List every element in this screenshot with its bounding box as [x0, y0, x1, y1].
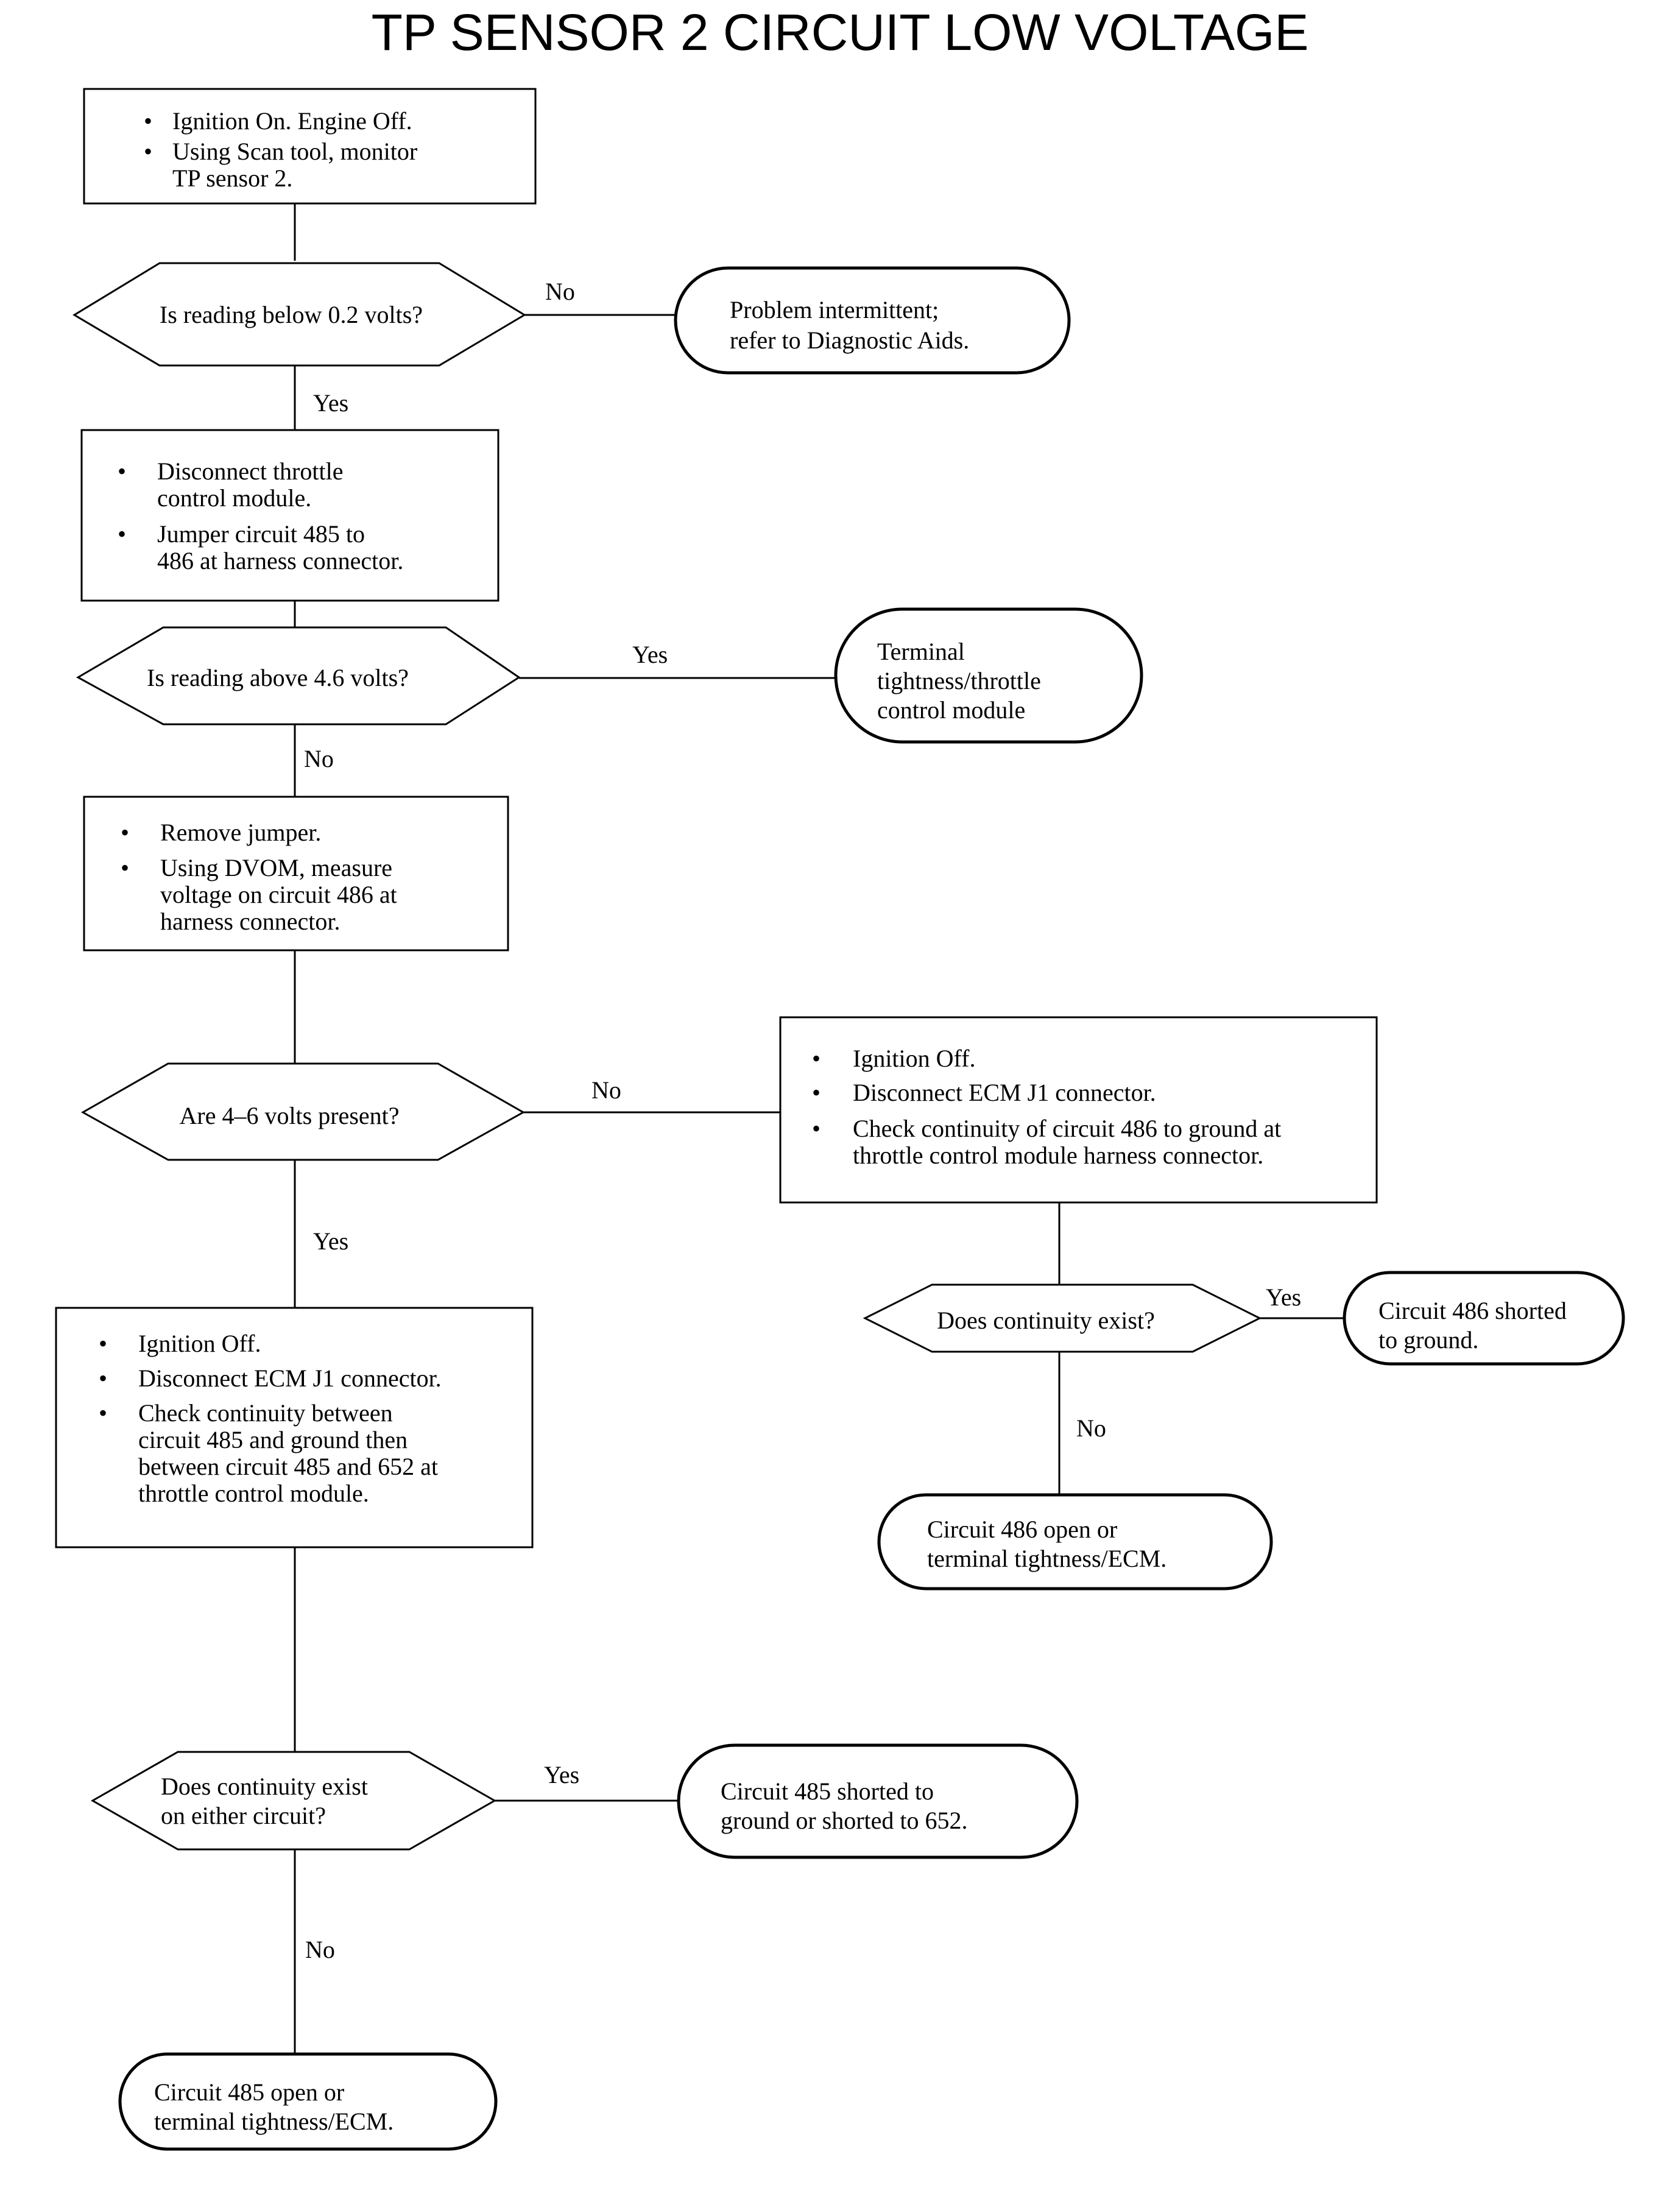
step-3-line-2: Using DVOM, measure — [160, 854, 392, 881]
decision-4-line-2: on either circuit? — [161, 1802, 326, 1829]
result-6-line-1: Circuit 486 open or — [927, 1516, 1117, 1543]
decision-1-yes-label: Yes — [313, 389, 348, 417]
step-3-line-4: harness connector. — [160, 908, 340, 935]
connectors — [294, 203, 1344, 2054]
bullet: • — [121, 854, 129, 881]
step-5-line-3: Check continuity of circuit 486 to groun… — [853, 1115, 1281, 1142]
decision-3-yes-label: Yes — [313, 1227, 348, 1255]
step-4-line-5: between circuit 485 and 652 at — [138, 1453, 438, 1480]
decision-4-line-1: Does continuity exist — [161, 1773, 368, 1800]
step-2-line-4: 486 at harness connector. — [157, 547, 403, 574]
result-2-line-3: control module — [877, 696, 1025, 724]
decision-5-yes-label: Yes — [1266, 1283, 1301, 1311]
decision-2-no-label: No — [304, 745, 334, 772]
result-5-line-1: Circuit 486 shorted — [1378, 1297, 1567, 1324]
bullet: • — [812, 1079, 821, 1106]
decision-3-no-label: No — [591, 1076, 621, 1104]
step-5-line-1: Ignition Off. — [853, 1045, 975, 1072]
result-2-line-1: Terminal — [877, 638, 965, 665]
step-2-line-1: Disconnect throttle — [157, 457, 343, 485]
bullet: • — [144, 138, 152, 165]
decision-4-yes-label: Yes — [544, 1761, 579, 1788]
decision-3-text: Are 4–6 volts present? — [179, 1102, 399, 1129]
step-2-box: • Disconnect throttle control module. • … — [80, 429, 499, 602]
step-4-line-2: Disconnect ECM J1 connector. — [138, 1364, 442, 1392]
result-4-terminal: Circuit 485 open or terminal tightness/E… — [118, 2052, 498, 2151]
step-1-box: • Ignition On. Engine Off. • Using Scan … — [83, 88, 537, 205]
decision-3: Are 4–6 volts present? — [80, 1062, 526, 1161]
step-4-line-6: throttle control module. — [138, 1480, 369, 1507]
step-4-box: • Ignition Off. • Disconnect ECM J1 conn… — [55, 1307, 534, 1548]
step-4-line-3: Check continuity between — [138, 1399, 393, 1427]
bullet: • — [812, 1115, 821, 1142]
step-4-line-4: circuit 485 and ground then — [138, 1426, 408, 1453]
bullet: • — [118, 457, 126, 485]
step-2-line-2: control module. — [157, 484, 311, 512]
decision-5-text: Does continuity exist? — [937, 1307, 1155, 1334]
step-5-line-2: Disconnect ECM J1 connector. — [853, 1079, 1156, 1106]
result-3-terminal: Circuit 485 shorted to ground or shorted… — [677, 1743, 1079, 1859]
bullet: • — [99, 1330, 107, 1357]
result-1-terminal: Problem intermittent; refer to Diagnosti… — [674, 266, 1071, 375]
result-6-terminal: Circuit 486 open or terminal tightness/E… — [877, 1493, 1273, 1590]
decision-5-no-label: No — [1076, 1414, 1106, 1442]
result-1-line-2: refer to Diagnostic Aids. — [730, 327, 969, 354]
result-5-terminal: Circuit 486 shorted to ground. — [1343, 1271, 1625, 1366]
bullet: • — [121, 819, 129, 846]
result-4-line-2: terminal tightness/ECM. — [154, 2108, 394, 2135]
result-1-line-1: Problem intermittent; — [730, 296, 939, 323]
step-3-line-3: voltage on circuit 486 at — [160, 881, 397, 908]
result-2-terminal: Terminal tightness/throttle control modu… — [834, 607, 1143, 744]
result-3-line-1: Circuit 485 shorted to — [721, 1778, 934, 1805]
decision-1-text: Is reading below 0.2 volts? — [160, 301, 423, 328]
decision-1-no-label: No — [545, 278, 575, 305]
result-5-line-2: to ground. — [1378, 1326, 1478, 1354]
result-6-line-2: terminal tightness/ECM. — [927, 1545, 1166, 1572]
step-5-box: • Ignition Off. • Disconnect ECM J1 conn… — [779, 1016, 1378, 1204]
decision-5: Does continuity exist? — [863, 1283, 1262, 1353]
decision-1: Is reading below 0.2 volts? — [72, 262, 526, 367]
page-title: TP SENSOR 2 CIRCUIT LOW VOLTAGE — [372, 4, 1309, 61]
step-2-line-3: Jumper circuit 485 to — [157, 520, 365, 548]
step-3-box: • Remove jumper. • Using DVOM, measure v… — [83, 796, 509, 951]
decision-2: Is reading above 4.6 volts? — [76, 626, 521, 725]
result-3-line-2: ground or shorted to 652. — [721, 1807, 968, 1834]
bullet: • — [812, 1045, 821, 1072]
decision-2-text: Is reading above 4.6 volts? — [147, 664, 409, 691]
decision-4-no-label: No — [305, 1936, 335, 1963]
step-5-line-4: throttle control module harness connecto… — [853, 1142, 1263, 1169]
result-4-line-1: Circuit 485 open or — [154, 2078, 344, 2106]
step-3-line-1: Remove jumper. — [160, 819, 321, 846]
step-4-line-1: Ignition Off. — [138, 1330, 261, 1357]
step-1-line-1: Ignition On. Engine Off. — [172, 107, 412, 135]
decision-4: Does continuity exist on either circuit? — [90, 1751, 497, 1851]
bullet: • — [144, 107, 152, 135]
result-2-line-2: tightness/throttle — [877, 667, 1041, 694]
decision-2-yes-label: Yes — [632, 641, 668, 668]
bullet: • — [99, 1399, 107, 1427]
step-1-line-2: Using Scan tool, monitor — [172, 138, 417, 165]
bullet: • — [118, 520, 126, 548]
step-1-line-3: TP sensor 2. — [172, 164, 292, 192]
bullet: • — [99, 1364, 107, 1392]
